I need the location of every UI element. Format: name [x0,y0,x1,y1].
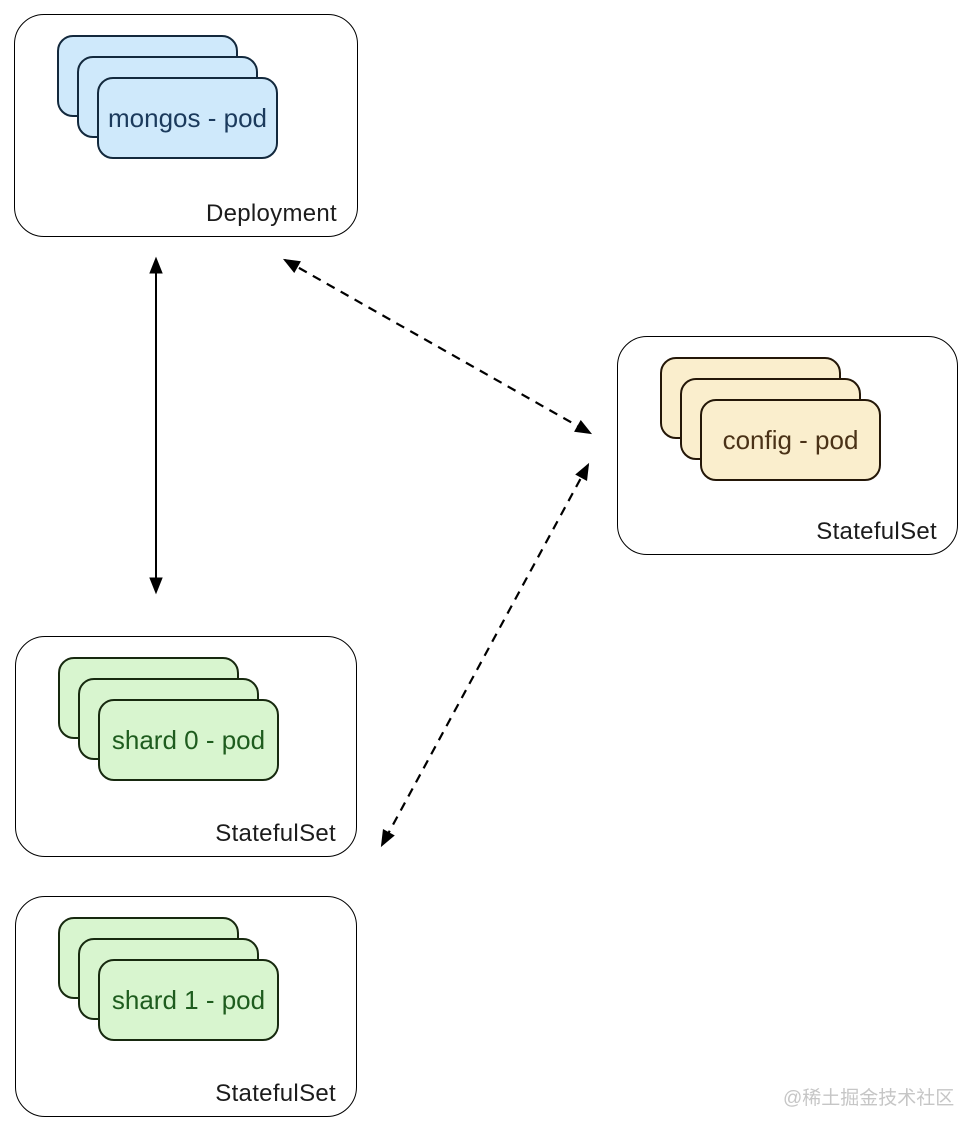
edge-mongos-config [282,258,593,435]
edge-config-shard0 [380,462,590,848]
pod-card-front: config - pod [700,399,881,481]
node-mongos-deployment: mongos - pod Deployment [14,14,358,237]
pod-card-front: shard 0 - pod [98,699,279,781]
pod-label: config - pod [722,424,859,455]
group-type-label: Deployment [205,200,337,227]
node-config-statefulset: config - pod StatefulSet [617,336,958,555]
group-type-label: StatefulSet [215,820,336,847]
pod-label: shard 0 - pod [111,724,266,755]
pod-card-front: shard 1 - pod [98,959,279,1041]
watermark: @稀土掘金技术社区 [783,1088,955,1109]
node-shard0-statefulset: shard 0 - pod StatefulSet [15,636,357,857]
node-shard1-statefulset: shard 1 - pod StatefulSet [15,896,357,1117]
group-type-label: StatefulSet [816,518,937,545]
pod-label: shard 1 - pod [111,984,266,1015]
pod-label: mongos - pod [108,102,267,133]
group-type-label: StatefulSet [215,1080,336,1107]
pod-card-front: mongos - pod [97,77,278,159]
